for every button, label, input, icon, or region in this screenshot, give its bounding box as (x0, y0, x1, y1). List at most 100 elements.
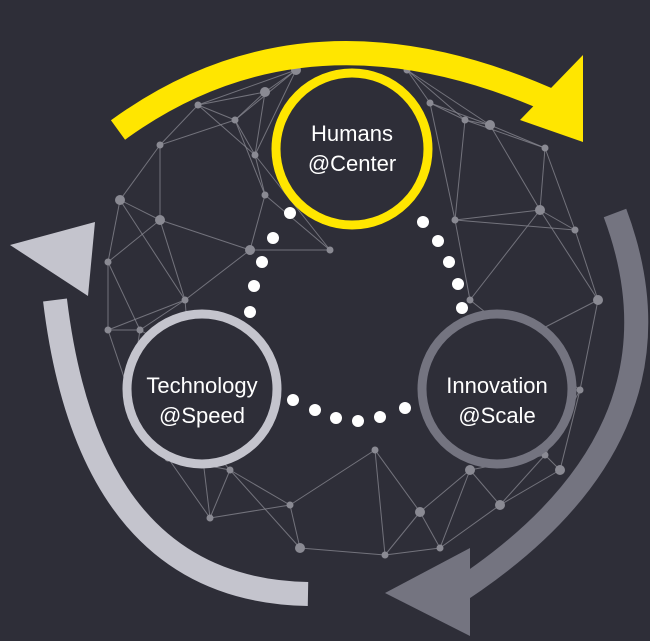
technology-line2: @Speed (159, 403, 245, 428)
network-edge (119, 144, 161, 201)
network-node (231, 116, 239, 124)
dotted-connectors (244, 207, 468, 427)
connector-dot (248, 280, 260, 292)
network-node (495, 500, 505, 510)
connector-dot (432, 235, 444, 247)
network-edge (107, 219, 161, 263)
network-edge (289, 504, 301, 549)
network-edge (406, 69, 491, 126)
network-edge (234, 119, 266, 196)
network-node (426, 99, 434, 107)
network-edge (184, 249, 251, 301)
innovation-line1: Innovation (446, 373, 548, 398)
network-edge (544, 147, 576, 231)
connector-dot (267, 232, 279, 244)
connector-dot (330, 412, 342, 424)
network-edge (119, 199, 186, 301)
network-node (286, 501, 294, 509)
connector-dot (309, 404, 321, 416)
node-innovation: Innovation @Scale (417, 309, 577, 469)
network-edge (197, 69, 297, 106)
network-edge (464, 119, 546, 149)
network-node (260, 87, 270, 97)
connector-dot (443, 256, 455, 268)
connector-dot (244, 306, 256, 318)
connector-dot (452, 278, 464, 290)
network-edge (539, 147, 546, 211)
network-edge (374, 449, 421, 513)
network-edge (429, 102, 456, 221)
network-node (115, 195, 125, 205)
network-edge (107, 199, 121, 263)
network-edge (574, 229, 599, 301)
network-node (415, 507, 425, 517)
network-edge (489, 124, 546, 149)
network-node (371, 446, 379, 454)
network-node (465, 465, 475, 475)
network-node (104, 258, 112, 266)
network-edge (499, 454, 546, 506)
network-edge (229, 469, 291, 506)
network-edge (406, 69, 466, 121)
network-node (156, 141, 164, 149)
network-edge (469, 209, 541, 301)
network-edge (139, 299, 186, 331)
network-node (226, 466, 234, 474)
technology-line1: Technology (146, 373, 257, 398)
network-edge (469, 469, 501, 506)
network-edge (384, 547, 441, 556)
network-node (245, 245, 255, 255)
network-node (261, 191, 269, 199)
network-edge (159, 219, 186, 301)
network-node (104, 326, 112, 334)
network-node (485, 120, 495, 130)
network-node (535, 205, 545, 215)
network-edge (384, 511, 421, 556)
network-edge (429, 102, 491, 126)
network-edge (107, 299, 186, 331)
connector-dot (352, 415, 364, 427)
network-edge (209, 504, 291, 519)
network-edge (299, 547, 386, 556)
connector-dot (456, 302, 468, 314)
connector-dot (374, 411, 386, 423)
network-node (295, 543, 305, 553)
network-edge (197, 104, 236, 121)
connector-dot (256, 256, 268, 268)
network-edge (159, 219, 251, 251)
network-edge (254, 69, 297, 156)
network-node (593, 295, 603, 305)
network-edge (197, 91, 266, 106)
network-node (541, 144, 549, 152)
network-edge (159, 119, 236, 146)
humans-line1: Humans (311, 121, 393, 146)
network-mesh (104, 65, 603, 559)
network-edge (559, 389, 581, 471)
arrow-technology (10, 222, 309, 606)
network-edge (454, 219, 576, 231)
network-edge (419, 511, 441, 549)
network-node (194, 101, 202, 109)
network-edge (264, 194, 331, 251)
network-node (571, 226, 579, 234)
network-node (206, 514, 214, 522)
network-edge (489, 124, 541, 211)
network-node (251, 151, 259, 159)
network-edge (254, 154, 266, 196)
network-edge (454, 219, 471, 301)
network-edge (159, 104, 199, 146)
network-edge (234, 119, 256, 156)
arrow-innovation (385, 208, 649, 636)
network-edge (454, 209, 541, 221)
network-edge (119, 199, 161, 221)
network-edge (539, 209, 599, 301)
node-humans: Humans @Center (271, 68, 433, 230)
connector-dot (417, 216, 429, 228)
network-edge (229, 469, 301, 549)
network-node (436, 544, 444, 552)
network-edge (539, 209, 576, 231)
network-edge (107, 261, 141, 331)
network-node (461, 116, 469, 124)
